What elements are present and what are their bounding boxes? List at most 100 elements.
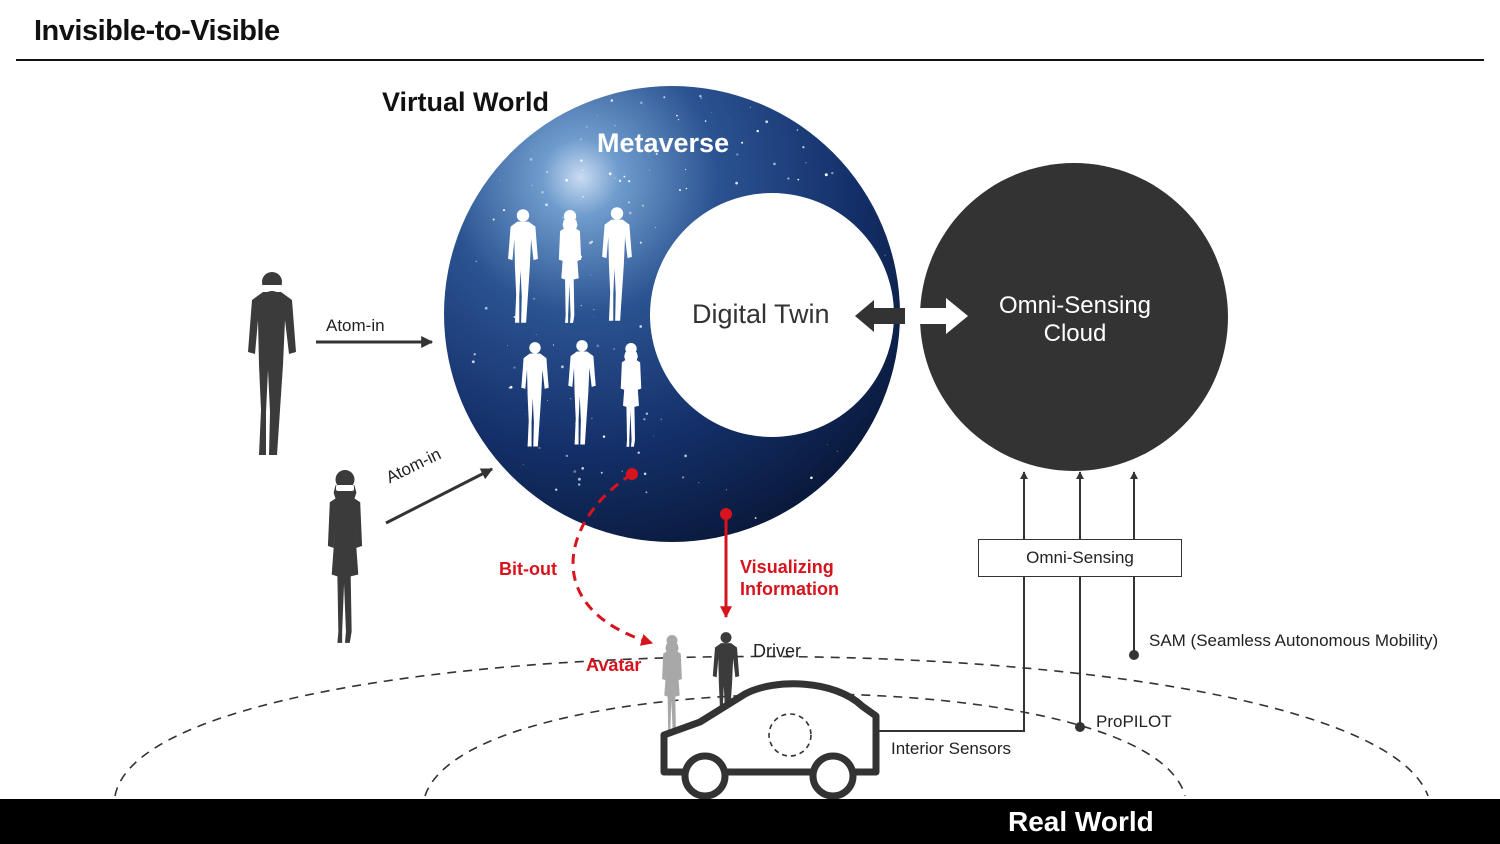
star <box>826 443 828 445</box>
star <box>683 139 687 142</box>
star <box>471 360 475 364</box>
star <box>569 397 572 400</box>
person-silhouette-icon <box>327 470 363 643</box>
star <box>677 119 680 121</box>
star <box>637 451 640 454</box>
star <box>580 199 582 200</box>
star <box>618 179 622 183</box>
star <box>678 189 682 192</box>
star <box>593 316 595 318</box>
star <box>475 260 478 263</box>
star <box>560 365 564 369</box>
star <box>593 309 595 311</box>
star <box>580 138 582 140</box>
star <box>610 99 614 102</box>
star <box>561 217 564 219</box>
star <box>621 470 623 472</box>
star <box>613 132 616 135</box>
bidirectional-arrow-icon <box>855 298 968 334</box>
star <box>640 101 643 105</box>
virtual-world-label: Virtual World <box>382 87 550 117</box>
star <box>641 204 644 207</box>
visualizing-information-label: Visualizing Information <box>740 557 839 599</box>
star <box>531 184 533 186</box>
star <box>628 180 631 183</box>
star <box>608 172 612 176</box>
star <box>595 514 597 516</box>
page-title: Invisible-to-Visible <box>34 15 280 47</box>
star <box>590 274 592 276</box>
bit-out-origin-dot <box>626 468 638 480</box>
star <box>654 227 656 228</box>
star <box>582 195 585 198</box>
star <box>565 326 567 328</box>
star <box>535 334 537 336</box>
star <box>836 450 838 452</box>
star <box>525 413 526 415</box>
star <box>502 208 506 212</box>
star <box>513 366 516 369</box>
avatar-silhouette-icon <box>662 635 682 736</box>
star <box>507 345 508 347</box>
star <box>787 177 790 180</box>
person-silhouette-icon <box>248 272 296 455</box>
star <box>797 178 800 181</box>
sensor-lines <box>814 471 1138 732</box>
star <box>796 129 799 131</box>
star <box>699 94 702 98</box>
star <box>555 488 558 491</box>
star <box>725 489 727 491</box>
star <box>735 181 738 185</box>
star <box>684 454 687 458</box>
star <box>660 418 662 420</box>
star <box>533 297 535 300</box>
real-world-label: Real World <box>1008 806 1154 837</box>
star <box>754 517 757 519</box>
star <box>639 325 643 328</box>
star <box>591 417 593 419</box>
star <box>522 464 524 466</box>
visualizing-origin-dot <box>720 508 732 520</box>
vr-headset-icon <box>262 285 737 634</box>
atom-in-label: Atom-in <box>326 316 385 335</box>
driver-label: Driver <box>753 641 801 661</box>
star <box>492 218 495 221</box>
star <box>805 162 807 164</box>
star <box>711 112 712 113</box>
omni-sensing-cloud-label: Omni-Sensing Cloud <box>998 292 1152 347</box>
star <box>580 159 583 162</box>
star <box>581 467 585 470</box>
star <box>596 114 598 116</box>
metaverse-label: Metaverse <box>597 128 730 158</box>
star <box>685 187 688 190</box>
star <box>648 169 650 171</box>
star <box>765 120 769 124</box>
star <box>529 158 533 161</box>
star <box>639 241 642 244</box>
star <box>802 146 805 149</box>
star <box>613 348 615 350</box>
propilot-label: ProPILOT <box>1096 712 1172 731</box>
star <box>565 454 569 458</box>
star <box>663 96 666 99</box>
omni-sensing-cloud-circle <box>920 163 1228 471</box>
star <box>577 477 581 481</box>
star <box>645 412 649 415</box>
star <box>596 344 600 348</box>
atom-in-arrow-2 <box>385 467 494 525</box>
star <box>627 201 631 204</box>
real-world-ground <box>0 799 1500 844</box>
interior-sensors-label: Interior Sensors <box>891 739 1011 758</box>
star <box>884 254 886 257</box>
star <box>623 175 626 178</box>
omni-sensing-box: Omni-Sensing <box>978 539 1182 577</box>
star <box>545 203 548 207</box>
star <box>599 149 602 152</box>
star <box>655 152 658 156</box>
digital-twin-label: Digital Twin <box>692 299 830 329</box>
bit-out-label: Bit-out <box>499 559 557 579</box>
star <box>586 126 588 128</box>
star <box>513 316 516 318</box>
car-outline-icon <box>660 680 880 800</box>
bit-out-arrow <box>571 472 654 646</box>
